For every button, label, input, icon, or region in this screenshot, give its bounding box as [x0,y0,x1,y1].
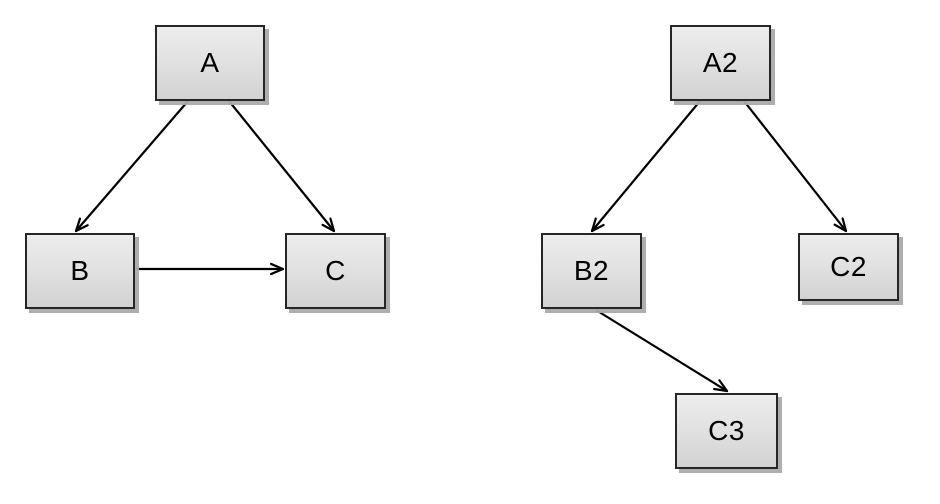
node-b2[interactable]: B2 [541,233,642,309]
arrowhead-icon [713,387,729,393]
node-label: C3 [708,415,745,446]
node-c3[interactable]: C3 [675,393,778,469]
node-label: B [70,255,90,286]
edge-b2-c3 [595,309,729,393]
arrowhead-icon [269,262,285,271]
edge-a-b [74,100,189,233]
arrowhead-icon [841,217,848,233]
edge-a-c [228,100,336,233]
arrowhead-icon [590,223,605,233]
edge-line [228,100,335,232]
arrowhead-icon [590,217,597,233]
node-c2[interactable]: C2 [798,233,899,301]
edge-b-c [136,262,285,276]
node-label: B2 [573,255,610,286]
arrowhead-icon [74,217,82,233]
edge-line [595,309,728,392]
arrowhead-icon [321,223,336,233]
node-label: C [325,255,346,286]
edge-line [591,100,701,232]
node-b[interactable]: B [25,233,135,309]
arrowhead-icon [74,224,89,233]
arrowhead-icon [269,267,285,276]
node-a2[interactable]: A2 [670,25,771,101]
arrowhead-icon [833,223,848,233]
arrowhead-icon [718,379,729,393]
edge-line [75,100,189,232]
node-label: A [200,47,220,78]
node-c[interactable]: C [285,233,386,309]
node-a[interactable]: A [155,25,265,101]
edge-a2-c2 [743,100,848,233]
node-label: C2 [830,251,867,282]
edge-a2-b2 [590,100,701,233]
arrowhead-icon [329,217,336,233]
node-label: A2 [702,47,739,78]
edge-line [743,100,847,232]
